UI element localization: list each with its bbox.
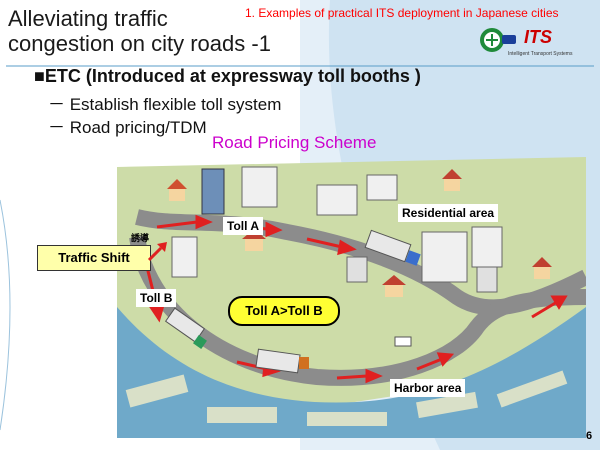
car xyxy=(394,336,412,347)
its-logo: ITS Intelligent Transport Systems xyxy=(480,27,573,57)
sub-bullet-road-pricing: － Road pricing/TDM xyxy=(48,118,207,137)
logo-text: ITS xyxy=(524,27,552,47)
harbor-area-label: Harbor area xyxy=(390,379,466,397)
toll-comparison-badge: Toll A>Toll B xyxy=(228,296,340,326)
sub-bullet-flexible-toll: － Establish flexible toll system xyxy=(48,95,282,114)
page-title: Alleviating traffic congestion on city r… xyxy=(8,6,271,56)
scheme-title: Road Pricing Scheme xyxy=(212,133,377,152)
guidance-sign: 誘導 xyxy=(131,232,149,244)
truck-3 xyxy=(255,348,309,374)
etc-bullet: ■ETC (Introduced at expressway toll boot… xyxy=(34,66,421,86)
toll-a-label: Toll A xyxy=(223,217,263,235)
road-pricing-illustration: 誘導 xyxy=(117,157,586,438)
page-number: 6 xyxy=(586,430,593,442)
toll-b-label: Toll B xyxy=(136,289,177,307)
houses xyxy=(167,169,552,297)
residential-area-label: Residential area xyxy=(398,204,499,222)
buildings xyxy=(171,166,503,293)
logo-tagline: Intelligent Transport Systems xyxy=(508,51,573,57)
arrow-icon xyxy=(147,242,167,262)
section-subtitle: 1. Examples of practical ITS deployment … xyxy=(245,6,559,20)
title-line-2: congestion on city roads -1 xyxy=(8,31,271,56)
traffic-shift-box: Traffic Shift xyxy=(37,245,151,271)
truck-1 xyxy=(364,229,421,266)
piers xyxy=(125,370,568,426)
title-line-1: Alleviating traffic xyxy=(8,6,168,31)
truck-2 xyxy=(164,307,207,349)
